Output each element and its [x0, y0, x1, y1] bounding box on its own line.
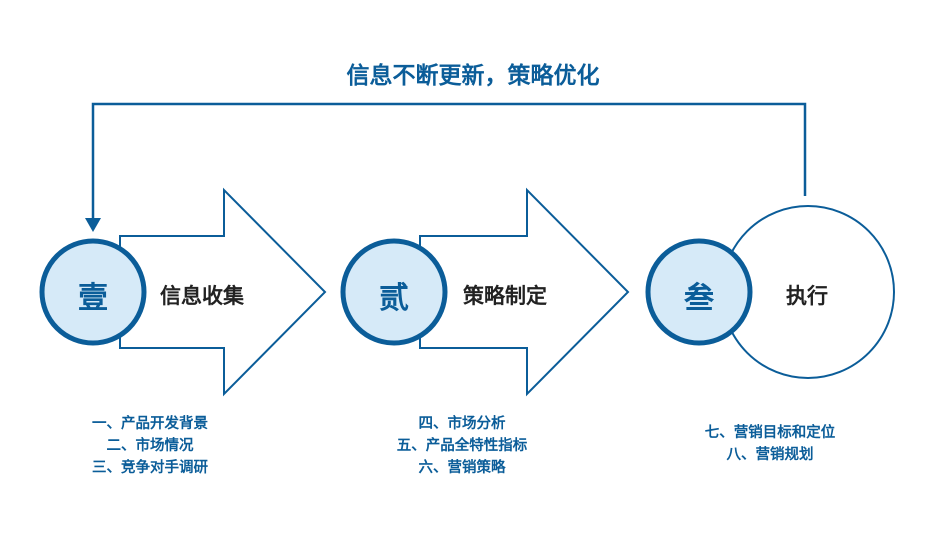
stage-2-item: 六、营销策略	[418, 460, 506, 476]
stage-1-number-circle	[39, 238, 147, 346]
stage-2-number: 贰	[379, 281, 409, 316]
stage-3-item: 八、营销规划	[726, 447, 814, 463]
stage-1-number: 壹	[78, 281, 108, 316]
diagram-title: 信息不断更新，策略优化	[346, 63, 600, 89]
stage-3-item: 七、营销目标和定位	[704, 425, 836, 441]
stage-2-label: 策略制定	[463, 284, 547, 308]
stage-1-item: 二、市场情况	[106, 438, 194, 454]
stage-2-number-circle	[340, 238, 448, 346]
stage-1-item: 一、产品开发背景	[92, 416, 208, 432]
stage-2-item: 五、产品全特性指标	[396, 438, 528, 454]
stage-1-arrow	[119, 187, 327, 397]
stage-3-label: 执行	[786, 284, 828, 308]
stage-1-label: 信息收集	[160, 284, 244, 308]
stage-2-arrow	[419, 187, 630, 397]
stage-3-number-circle	[645, 238, 753, 346]
stage-2-items: 四、市场分析 五、产品全特性指标 六、营销策略	[362, 413, 562, 479]
feedback-loop-line	[91, 102, 807, 222]
stage-3-number: 叁	[684, 281, 714, 316]
stage-3-items: 七、营销目标和定位 八、营销规划	[680, 422, 860, 466]
feedback-arrowhead	[85, 218, 101, 232]
stage-1-items: 一、产品开发背景 二、市场情况 三、竞争对手调研	[60, 413, 240, 479]
stage-2-item: 四、市场分析	[418, 416, 506, 432]
stage-1-item: 三、竞争对手调研	[92, 460, 208, 476]
